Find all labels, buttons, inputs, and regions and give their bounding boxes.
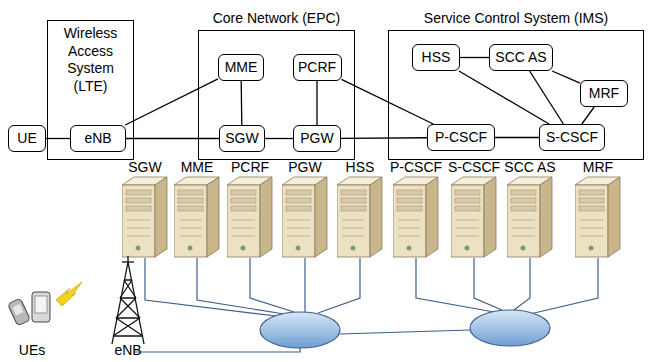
component-box: SGW: [219, 125, 265, 152]
box-label: HSS: [422, 49, 451, 66]
component-box: PCRF: [293, 54, 342, 81]
link-line: [126, 138, 219, 139]
component-box: MME: [218, 54, 264, 81]
server-icons: [122, 177, 620, 257]
link-line: [582, 107, 594, 124]
server-label: PGW: [288, 159, 321, 175]
server-label: PCRF: [231, 159, 269, 175]
device-label: UEs: [19, 342, 45, 358]
component-box: eNB: [70, 125, 126, 152]
box-label: PGW: [300, 130, 333, 147]
link-line: [46, 138, 70, 139]
network-cloud: [260, 312, 340, 348]
component-box: PGW: [293, 125, 341, 152]
device-label: eNB: [114, 342, 141, 358]
box-label: UE: [17, 130, 36, 147]
link-line: [460, 57, 489, 58]
server-wires: [134, 258, 598, 352]
box-label: MME: [225, 59, 258, 76]
radio-link: [56, 282, 82, 306]
server-label: HSS: [346, 159, 375, 175]
box-label: P-CSCF: [435, 129, 487, 146]
box-label: SGW: [225, 130, 258, 147]
box-label: MRF: [589, 85, 619, 102]
system-group: Core Network (EPC)MMEPCRFSGWPGW: [198, 30, 355, 160]
box-label: SCC AS: [495, 49, 546, 66]
component-box: UE: [8, 125, 46, 152]
server-label: SCC AS: [504, 159, 555, 175]
server-label: MME: [181, 159, 214, 175]
server-label: P-CSCF: [390, 159, 442, 175]
group-heading: Wireless Access System (LTE): [50, 25, 131, 95]
component-box: S-CSCF: [539, 124, 605, 151]
link-line: [530, 71, 564, 124]
link-line: [316, 81, 317, 125]
link-line: [265, 138, 293, 139]
group-heading: Service Control System (IMS): [359, 10, 648, 27]
server-label: S-CSCF: [448, 159, 500, 175]
link-line: [552, 71, 580, 83]
box-label: eNB: [84, 130, 111, 147]
box-label: PCRF: [298, 59, 336, 76]
system-group: Wireless Access System (LTE) eNB: [47, 20, 134, 160]
network-cloud: [470, 310, 550, 346]
link-line: [125, 79, 218, 125]
box-label: S-CSCF: [546, 129, 598, 146]
server-label: MRF: [583, 159, 613, 175]
link-line: [241, 81, 243, 125]
link-line: [341, 137, 427, 139]
link-line: [459, 71, 549, 124]
component-box: HSS: [412, 44, 460, 71]
enb-tower: [112, 256, 144, 344]
system-group: Service Control System (IMS)HSSSCC ASMRF…: [388, 30, 644, 160]
component-box: MRF: [580, 80, 628, 107]
server-label: SGW: [128, 159, 161, 175]
component-box: SCC AS: [489, 44, 553, 71]
component-box: P-CSCF: [427, 124, 495, 151]
ue-devices: [8, 282, 82, 326]
group-heading: Core Network (EPC): [169, 10, 384, 27]
link-line: [495, 137, 539, 138]
